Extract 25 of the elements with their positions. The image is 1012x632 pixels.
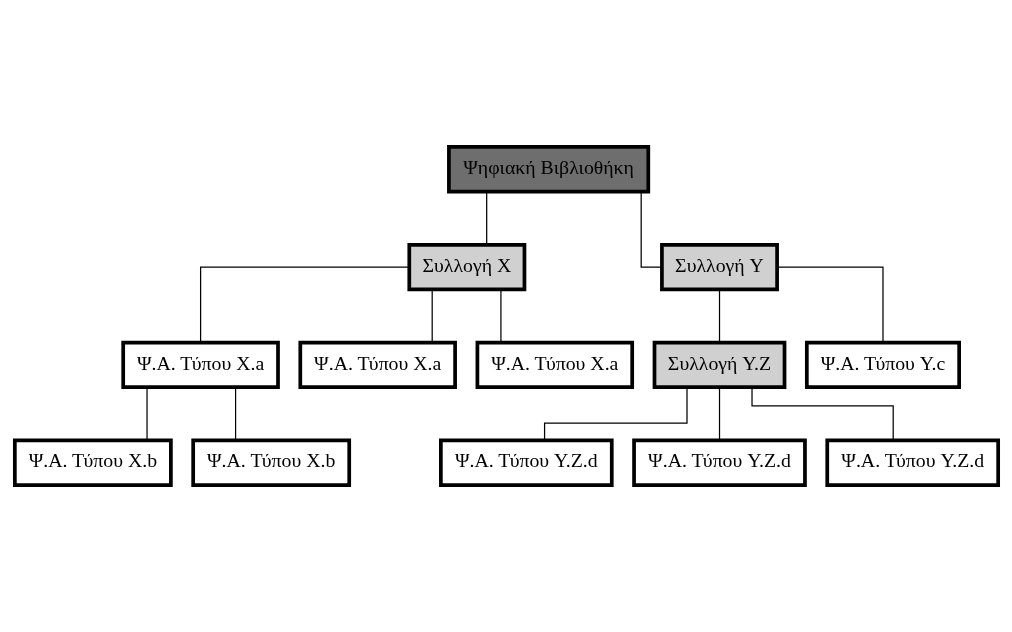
node-box: Ψ.Α. Τύπου X.b <box>12 438 173 487</box>
connector <box>543 386 688 441</box>
node-box: Ψ.Α. Τύπου X.a <box>120 340 280 390</box>
node-box: Ψηφιακή Βιβλιοθήκη <box>446 145 650 194</box>
node-box: Ψ.Α. Τύπου X.a <box>475 340 634 390</box>
connector <box>718 289 720 343</box>
connector <box>199 266 410 343</box>
connector <box>234 387 236 441</box>
connector <box>640 191 662 268</box>
node-box: Συλλογή X <box>406 242 526 292</box>
node-box: Συλλογή Y <box>659 242 779 292</box>
connector <box>718 387 720 441</box>
connector <box>499 289 502 343</box>
node-box: Ψ.Α. Τύπου Y.Z.d <box>438 438 614 487</box>
node-box: Ψ.Α. Τύπου Y.Z.d <box>824 438 1000 487</box>
connector <box>776 266 884 343</box>
connector <box>145 387 148 441</box>
node-box: Ψ.Α. Τύπου Y.Z.d <box>631 438 807 487</box>
node-box: Ψ.Α. Τύπου X.a <box>297 340 457 390</box>
connector <box>750 386 894 441</box>
node-box: Συλλογή Y.Z <box>652 340 786 390</box>
connector <box>485 191 487 246</box>
connector <box>431 289 433 343</box>
node-box: Ψ.Α. Τύπου Y.c <box>804 340 961 390</box>
node-box: Ψ.Α. Τύπου X.b <box>190 438 351 487</box>
